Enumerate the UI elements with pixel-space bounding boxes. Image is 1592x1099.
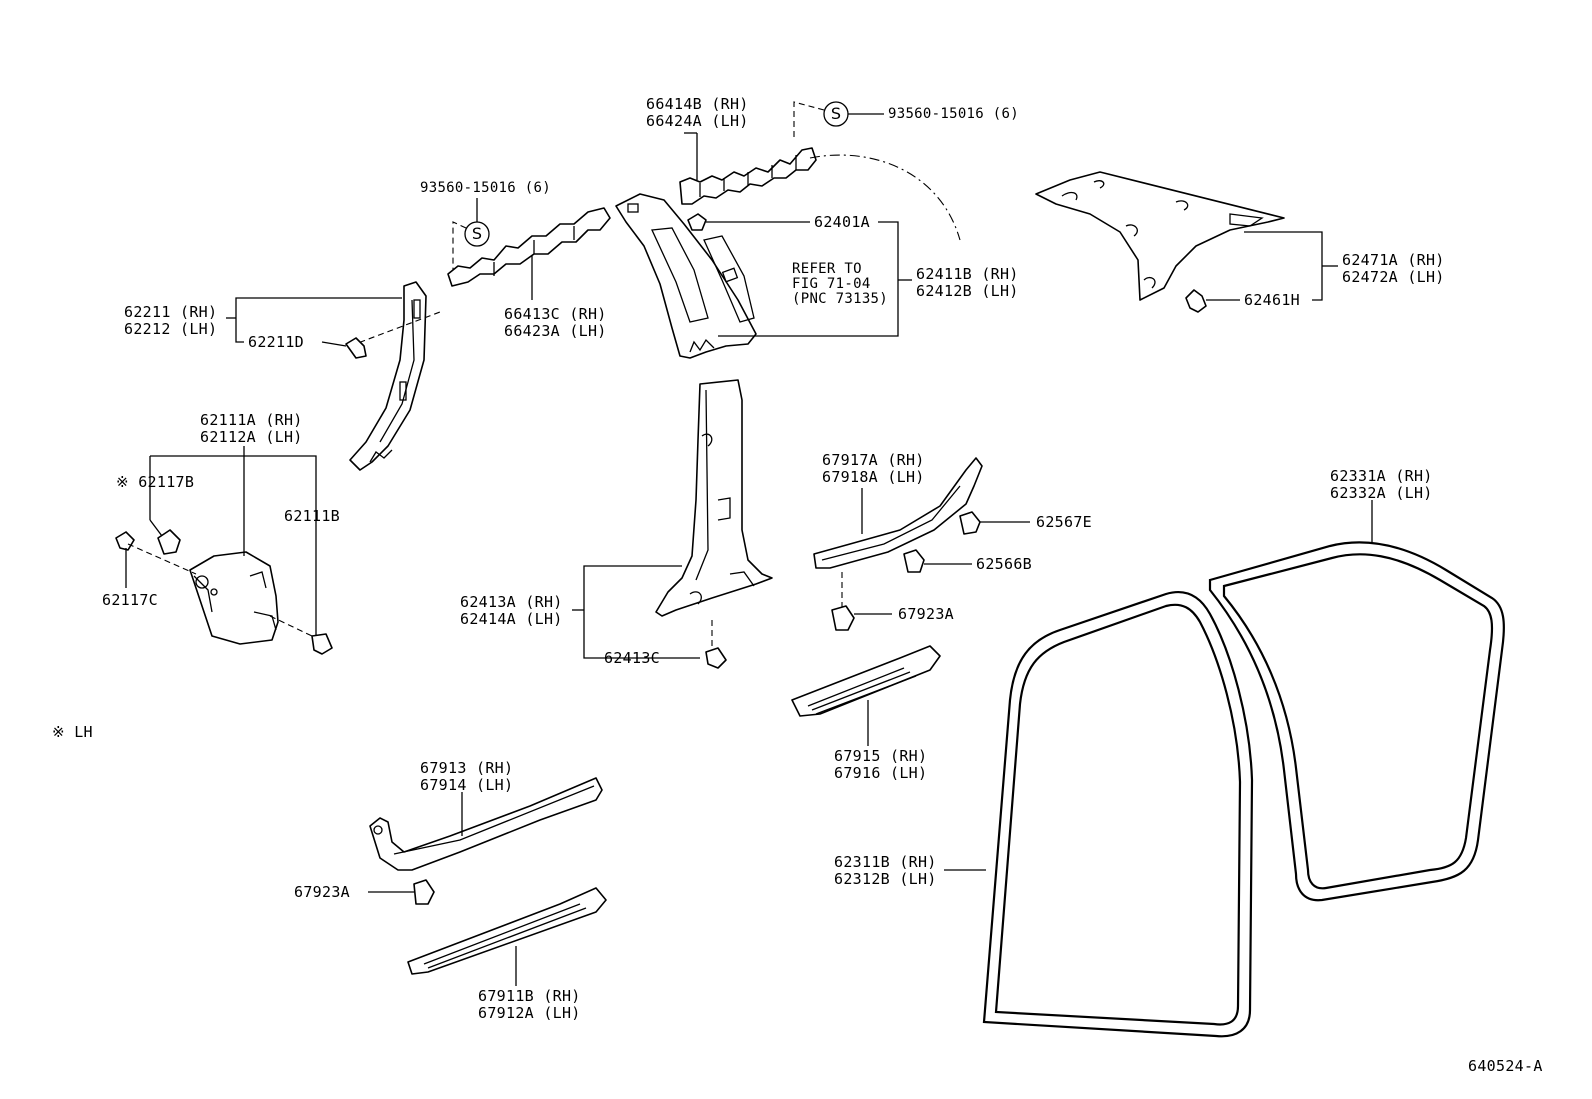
label-62211d: 62211D	[248, 333, 304, 351]
weatherstrip-62331a	[1208, 541, 1505, 902]
label-62566b: 62566B	[976, 555, 1032, 573]
cowl-trim-62111a	[115, 529, 333, 655]
svg-text:S: S	[472, 224, 482, 243]
figure-id: 640524-A	[1468, 1057, 1543, 1075]
leader-lines	[125, 132, 1373, 986]
label-62567e: 62567E	[1036, 513, 1092, 531]
label-62401a: 62401A	[814, 213, 870, 231]
pillar-62211	[345, 281, 441, 471]
label-62111b: 62111B	[284, 507, 340, 525]
step-plate-67915	[791, 645, 941, 717]
scuff-plate-67913	[369, 777, 603, 905]
label-67923a-low: 67923A	[294, 883, 350, 901]
weatherstrip-62311b	[982, 590, 1254, 1038]
label-66414b: 66414B (RH)66424A (LH)	[646, 95, 749, 130]
step-plate-67911b	[407, 887, 607, 975]
s-symbol-left: S	[452, 198, 490, 282]
label-62111a: 62111A (RH)62112A (LH)	[200, 411, 303, 446]
label-62461h: 62461H	[1244, 291, 1300, 309]
label-62311b: 62311B (RH)62312B (LH)	[834, 853, 937, 888]
label-62117c: 62117C	[102, 591, 158, 609]
label-62413c: 62413C	[604, 649, 660, 667]
label-bolt-left: 93560-15016 (6)	[420, 180, 551, 196]
label-62117b: ※ 62117B	[116, 473, 195, 491]
label-67915: 67915 (RH)67916 (LH)	[834, 747, 928, 782]
label-62411b: 62411B (RH)62412B (LH)	[916, 265, 1019, 300]
leader-dotted-arc	[809, 154, 961, 241]
label-67923a-mid: 67923A	[898, 605, 954, 623]
label-62211: 62211 (RH)62212 (LH)	[124, 303, 218, 338]
pillar-62413a	[655, 379, 773, 669]
label-62471a: 62471A (RH)62472A (LH)	[1342, 251, 1445, 286]
label-bolt-top: 93560-15016 (6)	[888, 106, 1019, 122]
label-62331a: 62331A (RH)62332A (LH)	[1330, 467, 1433, 502]
label-67913: 67913 (RH)67914 (LH)	[420, 759, 514, 794]
label-62413a: 62413A (RH)62414A (LH)	[460, 593, 563, 628]
note-lh: ※ LH	[52, 723, 93, 741]
label-66413c: 66413C (RH)66423A (LH)	[504, 305, 607, 340]
rail-66413c	[447, 207, 611, 300]
quarter-trim-62471a	[1035, 171, 1285, 313]
svg-text:S: S	[831, 104, 841, 123]
scuff-plate-67917a	[813, 457, 983, 631]
rail-66414b	[679, 133, 817, 205]
label-67911b: 67911B (RH)67912A (LH)	[478, 987, 581, 1022]
pillar-62411b	[615, 193, 757, 359]
label-67917a: 67917A (RH)67918A (LH)	[822, 451, 925, 486]
s-symbol-top: S	[793, 101, 884, 140]
